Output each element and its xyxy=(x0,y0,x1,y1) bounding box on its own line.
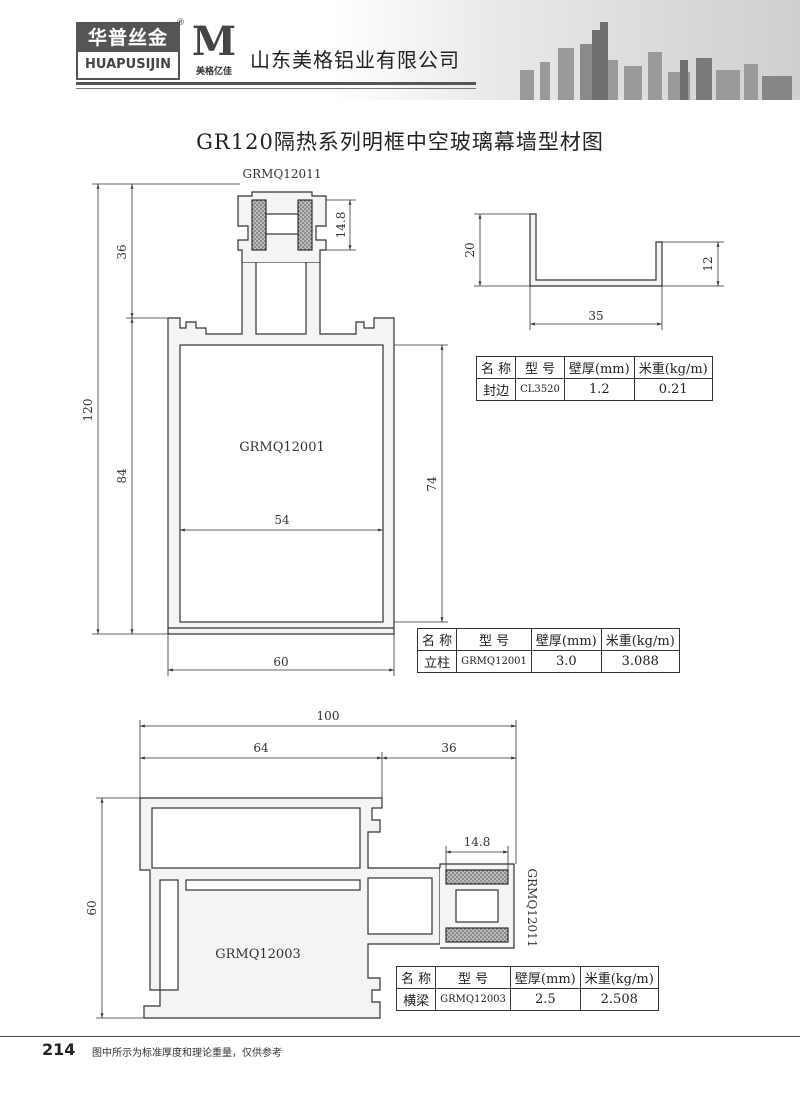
cell-name: 封边 xyxy=(475,378,517,401)
cell-weight: 2.508 xyxy=(579,988,659,1011)
col-wall: 壁厚(mm) xyxy=(563,356,635,379)
cell-wall: 1.2 xyxy=(563,378,635,401)
cell-name: 横梁 xyxy=(395,988,437,1011)
col-model: 型 号 xyxy=(515,356,565,379)
cell-weight: 0.21 xyxy=(633,378,713,401)
header-divider xyxy=(76,82,476,85)
cell-model: CL3520 xyxy=(515,378,565,401)
dim-mullion-strip: 14.8 xyxy=(334,212,348,239)
cell-wall: 3.0 xyxy=(530,650,602,673)
transom-code: GRMQ12003 xyxy=(215,947,301,962)
brand-logo: 华普丝金 HUAPUSIJIN xyxy=(76,22,180,80)
edge-cover-dimension-lines xyxy=(474,213,724,330)
transom-profile xyxy=(139,797,515,1019)
cell-wall: 2.5 xyxy=(509,988,581,1011)
mullion-strip-code: GRMQ12011 xyxy=(243,167,322,181)
dim-mullion-inner: 74 xyxy=(425,476,439,492)
dim-mullion-body: 84 xyxy=(115,468,129,484)
dim-mullion-inner-width: 54 xyxy=(274,513,290,527)
edge-cover-spec-table: 名 称 型 号 壁厚(mm) 米重(kg/m) 封边 CL3520 1.2 0.… xyxy=(475,356,713,401)
transom-strip-code: GRMQ12011 xyxy=(525,869,539,948)
col-name: 名 称 xyxy=(395,966,437,989)
dim-edge-lip: 12 xyxy=(701,256,715,271)
dim-mullion-width: 60 xyxy=(273,655,288,669)
col-name: 名 称 xyxy=(416,628,458,651)
table-row: 横梁 GRMQ12003 2.5 2.508 xyxy=(395,988,659,1011)
brand-cn-text: 华普丝金 xyxy=(78,24,178,52)
col-weight: 米重(kg/m) xyxy=(600,628,680,651)
col-weight: 米重(kg/m) xyxy=(579,966,659,989)
col-model: 型 号 xyxy=(456,628,532,651)
cell-model: GRMQ12003 xyxy=(435,988,511,1011)
table-row: 封边 CL3520 1.2 0.21 xyxy=(475,378,713,401)
edge-cover-profile xyxy=(529,213,663,287)
footer-note: 图中所示为标准厚度和理论重量，仅供参考 xyxy=(92,1048,282,1059)
dim-mullion-total: 120 xyxy=(81,399,95,422)
col-name: 名 称 xyxy=(475,356,517,379)
dim-transom-left: 64 xyxy=(253,741,269,755)
table-header-row: 名 称 型 号 壁厚(mm) 米重(kg/m) xyxy=(395,966,659,989)
dim-transom-total: 100 xyxy=(317,709,340,723)
page-header: 华普丝金 HUAPUSIJIN ® M 美格亿佳 山东美格铝业有限公司 xyxy=(0,0,800,110)
cell-model: GRMQ12001 xyxy=(456,650,532,673)
table-row: 立柱 GRMQ12001 3.0 3.088 xyxy=(416,650,680,673)
table-header-row: 名 称 型 号 壁厚(mm) 米重(kg/m) xyxy=(475,356,713,379)
cell-name: 立柱 xyxy=(416,650,458,673)
company-name: 山东美格铝业有限公司 xyxy=(250,48,460,72)
mullion-spec-table: 名 称 型 号 壁厚(mm) 米重(kg/m) 立柱 GRMQ12001 3.0… xyxy=(416,628,680,673)
cell-weight: 3.088 xyxy=(600,650,680,673)
transom-dimension-lines xyxy=(96,720,517,1019)
page-title: GR120隔热系列明框中空玻璃幕墙型材图 xyxy=(196,130,604,154)
dim-transom-strip: 14.8 xyxy=(464,835,491,849)
city-skyline-image xyxy=(330,0,800,110)
col-model: 型 号 xyxy=(435,966,511,989)
dim-transom-right: 36 xyxy=(441,741,456,755)
col-wall: 壁厚(mm) xyxy=(509,966,581,989)
page-number: 214 xyxy=(42,1040,76,1059)
col-wall: 壁厚(mm) xyxy=(530,628,602,651)
company-logo-icon: M xyxy=(191,18,237,65)
col-weight: 米重(kg/m) xyxy=(633,356,713,379)
footer-divider xyxy=(0,1036,800,1037)
dim-edge-width: 35 xyxy=(588,309,603,323)
transom-spec-table: 名 称 型 号 壁厚(mm) 米重(kg/m) 横梁 GRMQ12003 2.5… xyxy=(395,966,659,1011)
header-divider-thin xyxy=(76,88,476,89)
brand-en-text: HUAPUSIJIN xyxy=(85,57,171,72)
mullion-code: GRMQ12001 xyxy=(239,440,325,455)
mullion-dimension-lines xyxy=(92,183,448,676)
registered-mark: ® xyxy=(176,18,185,28)
table-header-row: 名 称 型 号 壁厚(mm) 米重(kg/m) xyxy=(416,628,680,651)
dim-transom-height: 60 xyxy=(85,900,99,915)
dim-mullion-top: 36 xyxy=(115,244,129,259)
mullion-profile xyxy=(167,191,395,635)
logo-subtitle: 美格亿佳 xyxy=(195,67,232,77)
dim-edge-height: 20 xyxy=(463,242,477,257)
